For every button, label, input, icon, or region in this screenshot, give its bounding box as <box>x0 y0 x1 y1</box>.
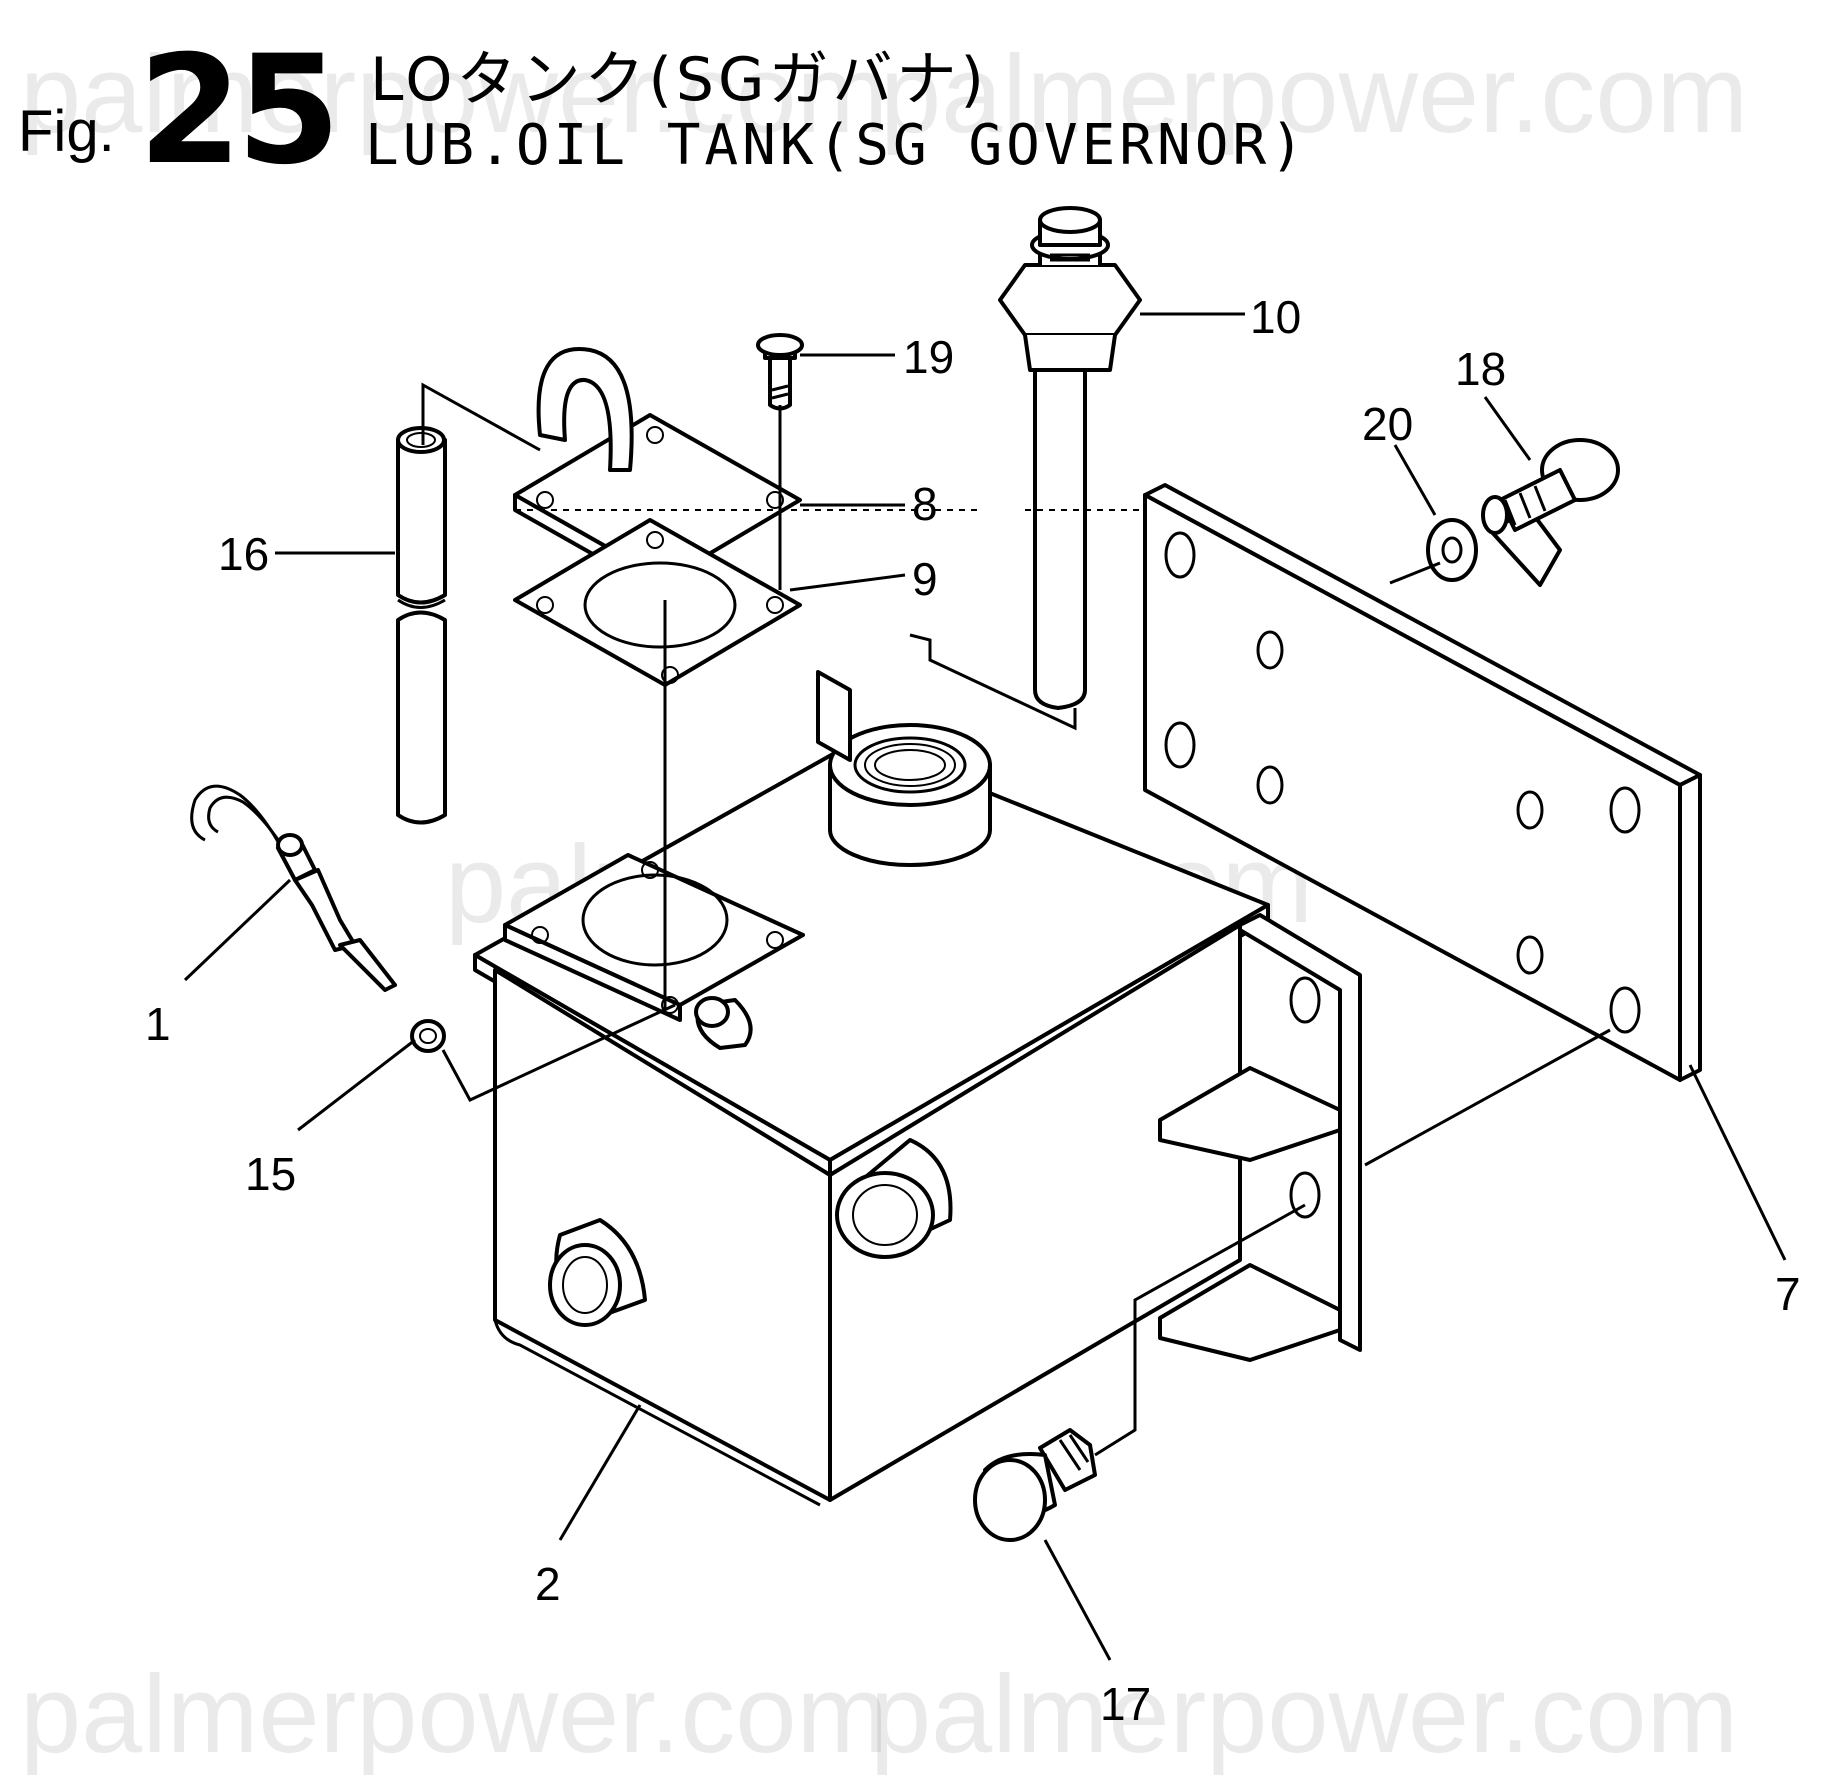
callout-8: 8 <box>912 478 938 530</box>
callout-leaders <box>183 312 1787 1661</box>
bolt-19 <box>756 333 804 411</box>
figure-number: 25 <box>138 24 341 198</box>
callout-1: 1 <box>145 998 171 1050</box>
callout-2: 2 <box>535 1558 561 1610</box>
tank-filler-boss <box>828 723 992 867</box>
callout-20: 20 <box>1362 398 1413 450</box>
callout-18: 18 <box>1455 343 1506 395</box>
seal-15 <box>410 1019 446 1053</box>
pipe-plug-10 <box>998 206 1142 710</box>
watermark-top-left: palmerpower.com <box>20 33 889 156</box>
callout-16: 16 <box>218 528 269 580</box>
assembly-lines <box>421 382 1611 1457</box>
callout-19: 19 <box>903 331 954 383</box>
watermark-top-right: palmerpower.com <box>880 33 1749 156</box>
callout-17: 17 <box>1100 1678 1151 1730</box>
oil-tank-body <box>473 738 1270 1507</box>
tank-breather-fitting <box>694 996 753 1050</box>
figure-prefix: Fig. <box>18 99 115 164</box>
title-japanese: LOタンク(SGガバナ) <box>370 45 988 115</box>
callout-10: 10 <box>1250 291 1301 343</box>
callout-labels: 1 2 7 8 9 10 15 16 17 18 19 20 <box>145 291 1801 1730</box>
watermark-bottom-left: palmerpower.com <box>20 1653 889 1776</box>
washer-20 <box>1426 518 1478 582</box>
dipstick-1 <box>190 784 397 992</box>
tank-side-port-left <box>548 1218 647 1327</box>
callout-15: 15 <box>245 1148 296 1200</box>
watermark-bottom-right: palmerpower.com <box>870 1653 1739 1776</box>
tube-16 <box>396 426 447 825</box>
tank-side-port-right <box>835 1138 953 1259</box>
callout-9: 9 <box>912 553 938 605</box>
tank-mounting-bracket <box>816 670 1362 1362</box>
callout-7: 7 <box>1775 1268 1801 1320</box>
gasket-9 <box>513 518 802 687</box>
cover-plate-8 <box>513 347 802 597</box>
drain-plug-17 <box>973 1428 1097 1542</box>
title-english: LUB.OIL TANK(SG GOVERNOR) <box>365 113 1308 178</box>
bolt-18 <box>1481 438 1620 587</box>
mounting-plate <box>1143 483 1702 1082</box>
tank-top-flange <box>503 853 805 1022</box>
